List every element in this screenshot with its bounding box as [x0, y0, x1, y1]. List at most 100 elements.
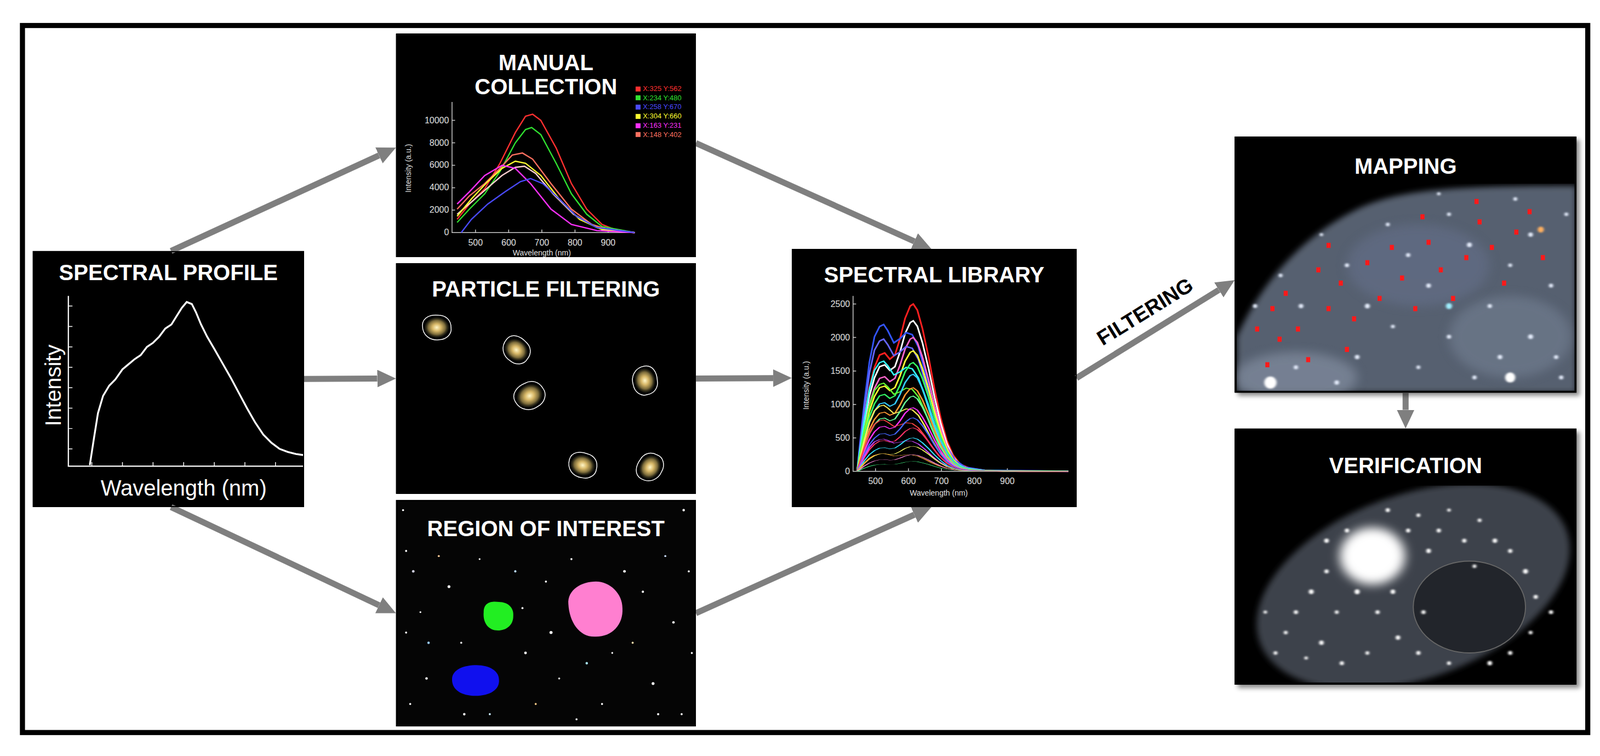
mapping-figure: [1346, 224, 1490, 306]
library-chart: [856, 407, 1068, 472]
label-anchor: 500: [867, 476, 883, 487]
particle-figure: [630, 364, 660, 397]
label-anchor: 500: [835, 432, 851, 443]
verification-figure: [1395, 635, 1400, 640]
label-anchor: 800: [567, 237, 583, 248]
panel-box: MAPPING: [1234, 136, 1577, 393]
label-anchor: 1500: [830, 366, 851, 376]
mapping-figure: [1277, 336, 1282, 342]
verification-figure: [1236, 485, 1575, 683]
library-chart: [856, 404, 1068, 472]
panel-title: SPECTRAL LIBRARY: [824, 262, 1045, 287]
label-anchor: 0: [443, 227, 449, 238]
library-chart: [856, 437, 1068, 472]
edge-label: FILTERING: [1091, 272, 1199, 351]
legend-entry: X:304 Y:660: [635, 112, 682, 120]
tick-label: 4000: [429, 182, 450, 192]
verification-figure: [1416, 650, 1421, 655]
label-anchor: 2000: [830, 332, 851, 343]
flow-arrow: [695, 514, 915, 614]
legend-text: X:258 Y:670: [642, 103, 682, 111]
particle-figure: [635, 451, 666, 483]
verification-figure: [1416, 512, 1421, 517]
flow-arrow: [1402, 392, 1409, 410]
roi-figure: [687, 569, 690, 573]
library-chart: [853, 295, 1069, 472]
roi-figure: [404, 549, 408, 552]
mapping-figure: [1450, 295, 1455, 301]
verification-figure: [1304, 655, 1308, 660]
particle-figure: [630, 364, 660, 397]
axis-label: Intensity (a.u.): [801, 361, 811, 410]
label-anchor: 8000: [429, 138, 450, 148]
library-chart: [856, 350, 1068, 472]
verification-figure: [1344, 528, 1349, 533]
verification-figure: [1426, 548, 1431, 553]
mapping-figure: [1389, 244, 1394, 250]
library-chart: [856, 339, 1068, 472]
legend-swatch: [635, 113, 641, 119]
tick-label: 500: [867, 476, 883, 486]
axis-title: Intensity: [41, 344, 66, 427]
mapping-figure: [1559, 375, 1564, 380]
mapping-figure: [1365, 260, 1370, 266]
legend-text: X:325 Y:562: [642, 84, 682, 93]
verification-figure: [1523, 568, 1529, 574]
panel-box: PARTICLE FILTERING: [396, 263, 697, 494]
verification-figure: [1385, 507, 1390, 512]
verification-figure: [1549, 609, 1553, 614]
roi-figure: [570, 557, 573, 560]
verification-figure: [1413, 561, 1526, 653]
library-chart: [853, 295, 1069, 472]
tick-label: 600: [501, 237, 517, 248]
label-anchor: 4000: [429, 182, 450, 193]
mapping-figure: [1306, 356, 1311, 362]
mapping-figure: [1553, 355, 1558, 359]
verification-figure: [1273, 650, 1278, 655]
mapping-figure: [1364, 303, 1370, 309]
mapping-figure: [1406, 253, 1410, 257]
tick-label: 700: [934, 476, 950, 486]
roi-figure: [641, 590, 644, 593]
library-chart: [856, 417, 1068, 472]
legend-text: X:304 Y:660: [642, 112, 682, 120]
verification-figure: [1421, 609, 1426, 614]
roi-figure: [524, 651, 528, 655]
library-chart: [856, 337, 1068, 472]
tick-label: 10000: [424, 115, 450, 125]
mapping-figure: [1514, 229, 1519, 235]
manual-chart: [452, 101, 635, 233]
mapping-figure: [1316, 267, 1320, 273]
mapping-figure: [1265, 362, 1270, 368]
mapping-figure: [1293, 364, 1298, 369]
library-chart: [856, 362, 1068, 471]
tick-label: 0: [844, 466, 850, 476]
tick-label: 800: [567, 237, 583, 248]
mapping-figure: [1400, 275, 1404, 280]
roi-figure: [682, 508, 685, 511]
roi-figure: [425, 676, 428, 679]
verification-figure: [1390, 589, 1396, 594]
mapping-figure: [1426, 239, 1431, 245]
legend-entry: X:325 Y:562: [635, 84, 682, 93]
mapping-figure: [1528, 232, 1533, 237]
mapping-figure: [1255, 326, 1260, 332]
particle-figure: [422, 315, 451, 340]
tick-label: 500: [835, 432, 851, 443]
mapping-figure: [1564, 212, 1569, 216]
label-anchor: 800: [967, 476, 982, 487]
verification-figure: [1447, 660, 1451, 665]
tick-label: 900: [601, 237, 616, 248]
mapping-figure: [1537, 226, 1544, 233]
tick-label: 1000: [830, 399, 851, 409]
library-chart: [856, 427, 1068, 471]
verification-figure: [1309, 589, 1314, 594]
mapping-figure: [1278, 273, 1283, 278]
verification-figure: [1339, 660, 1344, 665]
mapping-figure: [1355, 354, 1360, 359]
verification-figure: [1236, 485, 1575, 683]
mapping-figure: [1446, 303, 1453, 310]
roi-figure: [404, 631, 408, 634]
edge-label-anchor: FILTERING: [1091, 272, 1199, 352]
mapping-figure: [1413, 305, 1417, 311]
